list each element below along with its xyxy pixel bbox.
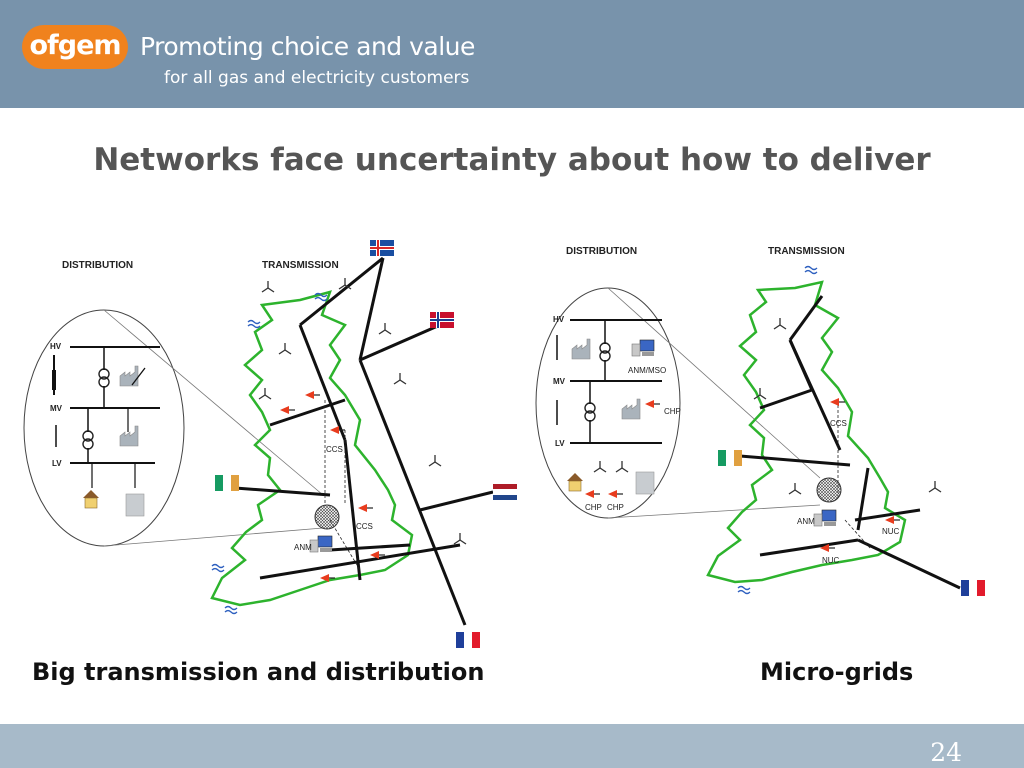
wind-turbine-icon [615, 460, 629, 473]
right-grid-node [816, 477, 842, 503]
right-nuc-label-1: NUC [882, 527, 900, 536]
right-computer-icon-2 [813, 509, 837, 527]
left-computer-icon [309, 535, 333, 553]
wave-icon [804, 265, 818, 275]
wind-turbine-icon [378, 322, 392, 335]
wind-turbine-icon [428, 454, 442, 467]
right-nuc-label-2: NUC [822, 556, 840, 565]
slide-title: Networks face uncertainty about how to d… [93, 142, 931, 178]
wind-turbine-icon [773, 317, 787, 330]
left-transmission-label: TRANSMISSION [262, 260, 339, 271]
tagline-line2: for all gas and electricity customers [164, 68, 470, 88]
flag-ireland-icon [215, 475, 239, 491]
left-plug-icon-4 [357, 503, 374, 513]
wind-turbine-icon [278, 342, 292, 355]
flag-ireland-icon [718, 450, 742, 466]
left-factory-icon-2 [119, 425, 139, 447]
wave-icon [224, 605, 238, 615]
right-lv-label: LV [555, 439, 565, 448]
flag-netherlands-icon [493, 484, 517, 500]
right-transmission-label: TRANSMISSION [768, 246, 845, 257]
wave-icon [737, 585, 751, 595]
wind-turbine-icon [453, 532, 467, 545]
left-hv-label: HV [50, 342, 62, 351]
right-chp-label-1: CHP [664, 407, 681, 416]
right-mv-label: MV [553, 377, 566, 386]
left-ccs-label-1: CCS [326, 445, 343, 454]
left-mv-label: MV [50, 404, 63, 413]
left-ccs-label-2: CCS [356, 522, 373, 531]
tagline-line1: Promoting choice and value [140, 32, 475, 61]
footer-bar [0, 724, 1024, 768]
right-plug-icon-1 [644, 399, 661, 409]
left-anm-label: ANM [294, 543, 312, 552]
right-computer-icon [631, 339, 655, 357]
left-building-icon [125, 493, 145, 517]
wind-turbine-icon [393, 372, 407, 385]
right-transformer-icon-2 [584, 402, 596, 422]
right-distribution-label: DISTRIBUTION [566, 246, 637, 257]
caption-right: Micro-grids [760, 658, 914, 686]
left-plug-icon-1 [279, 405, 296, 415]
left-transformer-icon-1 [98, 368, 110, 388]
wind-turbine-icon [261, 280, 275, 293]
flag-france-icon [456, 632, 480, 648]
left-house-icon [82, 489, 100, 509]
left-gb-coastline [210, 290, 414, 607]
right-building-icon [635, 471, 655, 495]
right-transformer-icon-1 [599, 342, 611, 362]
right-chp-label-3: CHP [607, 503, 624, 512]
left-transformer-icon-2 [82, 430, 94, 450]
right-ccs-label: CCS [830, 419, 847, 428]
right-hv-label: HV [553, 315, 565, 324]
right-diagram: DISTRIBUTION TRANSMISSION HV ANM/MSO MV … [535, 246, 985, 596]
caption-left: Big transmission and distribution [32, 658, 485, 686]
page-number: 24 [930, 738, 962, 767]
left-distribution-label: DISTRIBUTION [62, 260, 133, 271]
right-factory-icon-1 [571, 338, 591, 360]
right-factory-icon-2 [621, 398, 641, 420]
right-plug-icon-3 [607, 489, 624, 499]
flag-iceland-icon [370, 240, 394, 256]
left-factory-icon-1 [119, 365, 139, 387]
wind-turbine-icon [928, 480, 942, 493]
left-grid-node [314, 504, 340, 530]
left-zoom-ellipse [23, 309, 185, 547]
right-house-icon [566, 472, 584, 492]
flag-france-icon [961, 580, 985, 596]
right-anm-mso-label: ANM/MSO [628, 366, 666, 375]
ofgem-logo: ofgem [22, 25, 128, 69]
left-diagram: DISTRIBUTION TRANSMISSION HV MV LV [23, 240, 517, 648]
wave-icon [211, 563, 225, 573]
wind-turbine-icon [258, 387, 272, 400]
right-chp-label-2: CHP [585, 503, 602, 512]
right-plug-icon-2 [584, 489, 601, 499]
right-transmission-lines [739, 295, 961, 590]
header-bar [0, 0, 1024, 108]
left-plug-icon-2 [304, 390, 321, 400]
wind-turbine-icon [788, 482, 802, 495]
right-gb-coastline [706, 280, 907, 584]
right-plug-icon-4 [829, 397, 846, 407]
left-transmission-lines [234, 256, 494, 626]
wind-turbine-icon [593, 460, 607, 473]
right-anm-label: ANM [797, 517, 815, 526]
flag-norway-icon [430, 312, 454, 328]
left-lv-label: LV [52, 459, 62, 468]
right-plug-icon-5 [884, 515, 901, 525]
wave-icon [247, 319, 261, 329]
